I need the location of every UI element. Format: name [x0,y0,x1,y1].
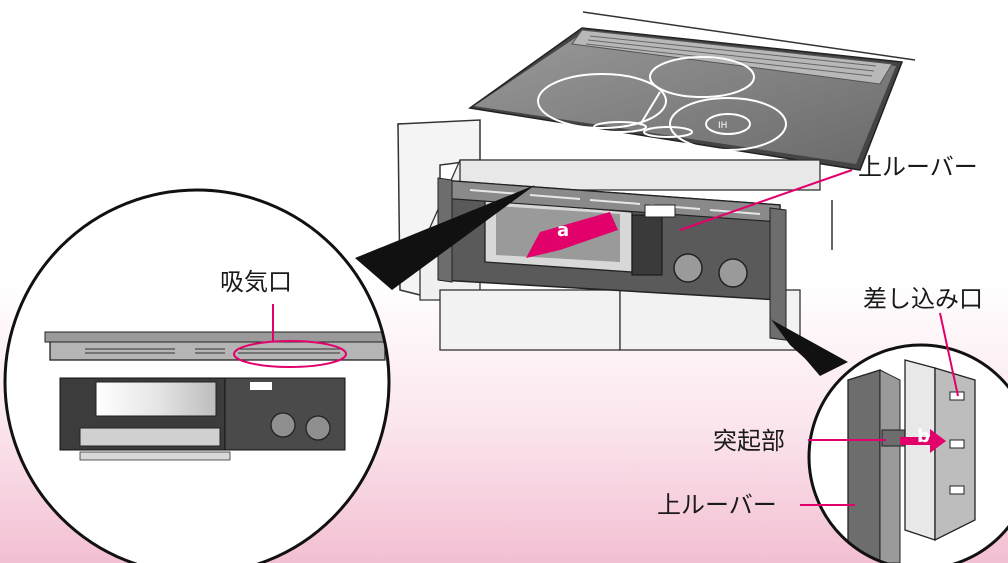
label-insertion-slot: 差し込み口 [863,285,983,313]
intake-highlight [233,340,347,368]
burner-left [537,73,667,129]
svg-text:IH: IH [718,121,727,131]
label-upper-louver-top: 上ルーバー [858,153,978,181]
cooktop: IH [468,27,904,171]
arrow-a [526,212,618,258]
cabinet [419,159,821,351]
detail-circle-slot [807,312,1008,563]
connector-left [355,185,535,290]
burner-top [649,56,755,98]
label-intake: 吸気口 [220,268,292,296]
label-protrusion: 突起部 [713,427,785,455]
label-upper-louver-bottom: 上ルーバー [657,491,777,519]
leader-louver-top [679,169,853,231]
marker-b: b [917,426,930,447]
marker-a: a [557,220,570,241]
burner-right [669,97,787,151]
leader-slot [939,312,959,397]
detail-circle-intake [3,188,391,563]
